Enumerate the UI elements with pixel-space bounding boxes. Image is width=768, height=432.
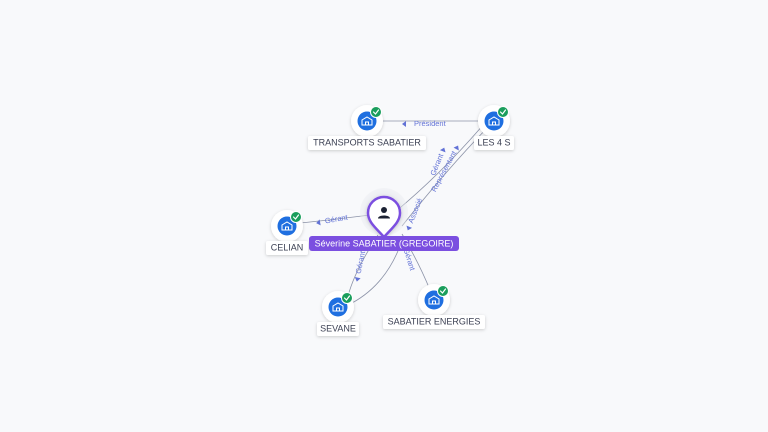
company-node-sevane[interactable]: SEVANE xyxy=(317,291,359,336)
arrow-icon xyxy=(316,219,321,226)
center-label: Séverine SABATIER (GREGOIRE) xyxy=(315,238,454,248)
arrow-icon xyxy=(354,277,361,282)
company-label-bg xyxy=(474,136,514,150)
edge-severine-les4s-associe[interactable] xyxy=(401,124,491,227)
verified-check-icon xyxy=(290,211,302,223)
company-node-les4s[interactable]: LES 4 S xyxy=(474,105,514,150)
company-label-bg xyxy=(308,136,426,150)
company-label-bg xyxy=(317,322,359,336)
company-node-energies[interactable]: SABATIER ENERGIES xyxy=(383,284,485,329)
company-icon-bg xyxy=(328,297,348,317)
company-icon xyxy=(281,221,293,231)
verified-check-icon xyxy=(497,106,509,118)
relation-label-associe: Associé xyxy=(406,197,424,225)
relation-label-gerant-sevane: Gérant xyxy=(354,249,368,274)
company-label: SABATIER ENERGIES xyxy=(388,316,481,326)
verified-check-icon xyxy=(437,285,449,297)
company-icon xyxy=(361,116,373,126)
company-icon xyxy=(428,295,440,305)
company-label: SEVANE xyxy=(320,323,356,333)
company-label-bg xyxy=(383,315,485,329)
company-nodes: TRANSPORTS SABATIER LES 4 S CELIAN SEVANE SA… xyxy=(266,105,514,336)
verified-check-icon xyxy=(370,106,382,118)
company-node-celian[interactable]: CELIAN xyxy=(266,210,308,255)
arrow-icon xyxy=(439,147,446,153)
edge-severine-sevane-curve[interactable] xyxy=(351,245,401,304)
company-icon-bg xyxy=(277,216,297,236)
center-node[interactable]: Séverine SABATIER (GREGOIRE) xyxy=(309,188,459,251)
company-icon xyxy=(332,302,344,312)
relation-label-gerant-celian: Gérant xyxy=(324,212,349,225)
company-node-transports[interactable]: TRANSPORTS SABATIER xyxy=(308,105,426,150)
company-icon-bg xyxy=(484,111,504,131)
company-icon xyxy=(488,116,500,126)
verified-check-icon xyxy=(341,292,353,304)
person-icon xyxy=(378,207,390,219)
arrow-icon xyxy=(453,145,459,151)
company-label: CELIAN xyxy=(271,242,304,252)
center-label-bg xyxy=(309,236,459,251)
company-label-bg xyxy=(266,241,308,255)
arrow-icon xyxy=(402,121,406,127)
company-label: LES 4 S xyxy=(477,137,510,147)
company-icon-bg xyxy=(357,111,377,131)
arrow-icon xyxy=(406,225,413,231)
company-label: TRANSPORTS SABATIER xyxy=(313,137,421,147)
relation-label-president: Président xyxy=(414,119,447,128)
company-icon-bg xyxy=(424,290,444,310)
